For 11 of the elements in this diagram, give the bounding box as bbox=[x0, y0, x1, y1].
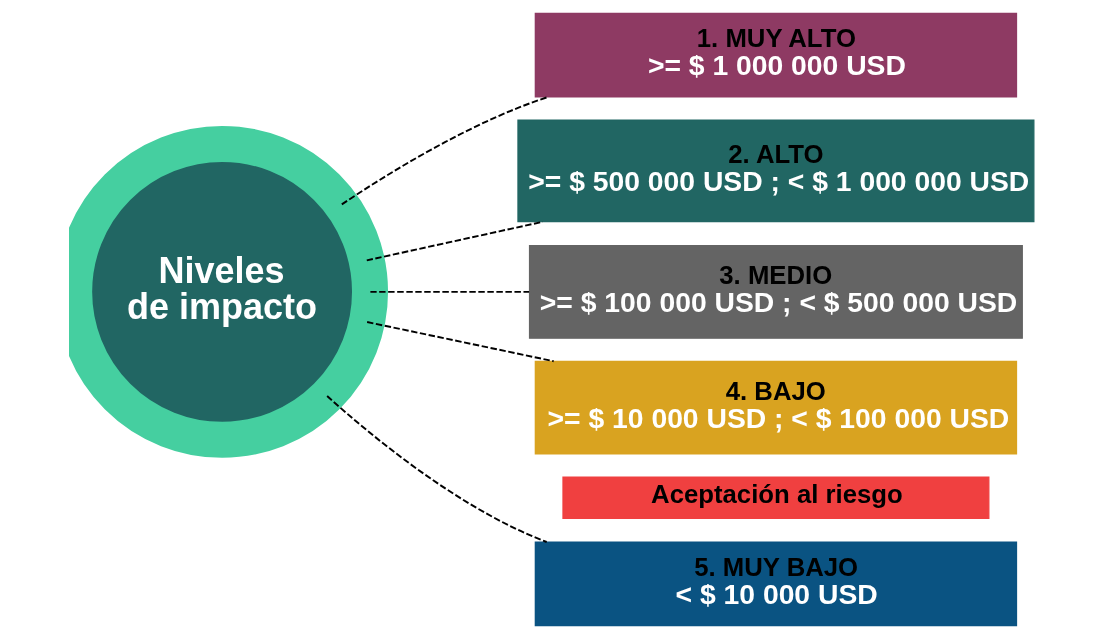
node-circle: Niveles de impacto bbox=[68, 125, 388, 458]
node-box: Aceptación al riesgo bbox=[561, 476, 989, 519]
node-box: 1. MUY ALTO >= $ 1 000 000 USD bbox=[534, 12, 1017, 98]
connector bbox=[340, 96, 549, 206]
connector bbox=[368, 290, 530, 293]
node-box: 5. MUY BAJO < $ 10 000 USD bbox=[534, 541, 1017, 627]
connector bbox=[325, 395, 548, 543]
node-box: 3. MEDIO >= $ 100 000 USD ; < $ 500 000 USD bbox=[528, 244, 1023, 339]
node-box: 4. BAJO >= $ 10 000 USD ; < $ 100 000 USD bbox=[534, 360, 1017, 455]
connector bbox=[365, 321, 555, 363]
node-box: 2. ALTO >= $ 500 000 USD ; < $ 1 000 000 USD bbox=[516, 119, 1034, 223]
